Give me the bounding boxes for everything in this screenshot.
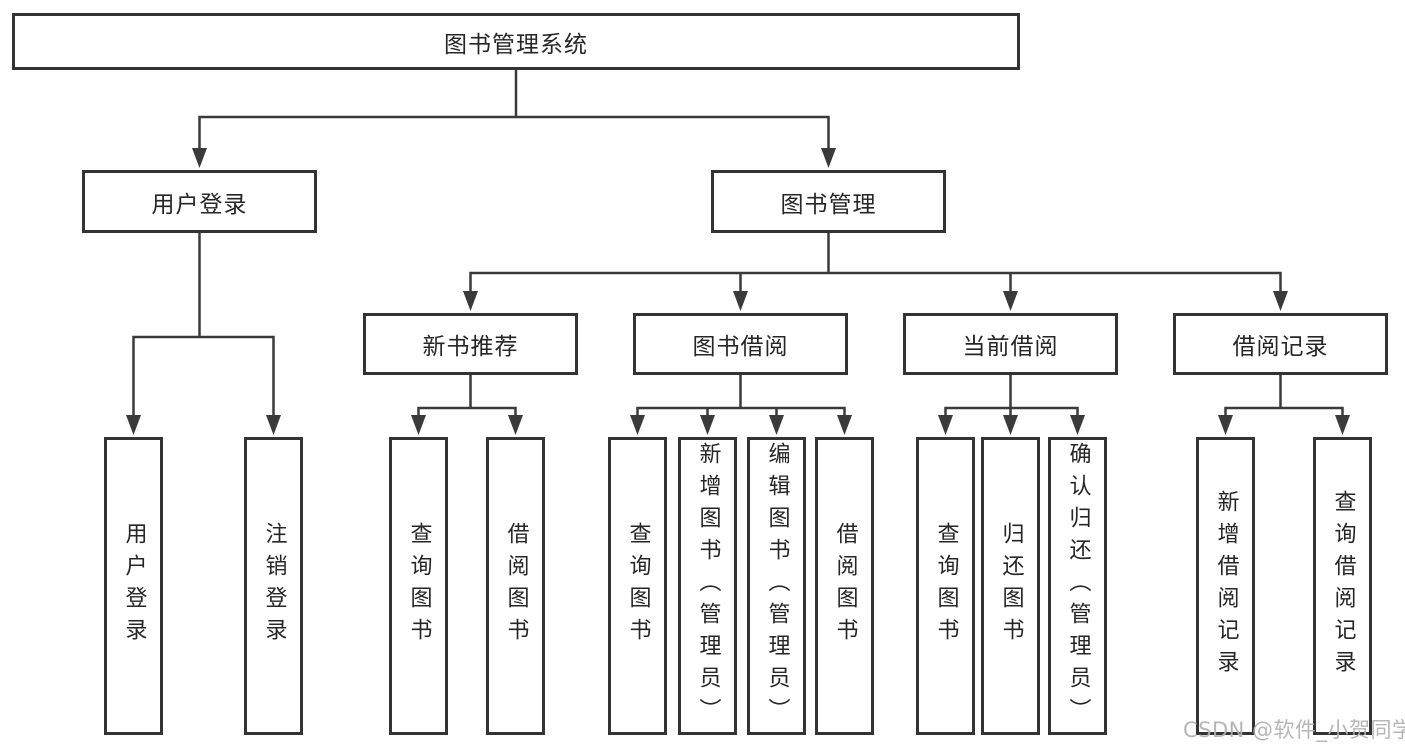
connector-paths (132, 68, 1344, 421)
arrowhead-icon (411, 415, 426, 435)
connector-borrowing-records-to-leaves (1224, 373, 1344, 421)
arrowhead-icon (1218, 415, 1233, 435)
connector-new-book-to-leaves (417, 373, 517, 421)
arrowheads (126, 148, 1350, 435)
connector-book-management-to-level3 (469, 231, 1282, 297)
connector-root-to-level2 (198, 68, 830, 154)
arrowhead-icon (837, 415, 852, 435)
arrowhead-icon (266, 415, 281, 435)
leaf-current-query-books: 查询图书 (916, 437, 975, 735)
leaf-borrowing-add-books-admin: 新增图书（管理员） (678, 437, 737, 735)
arrowhead-icon (508, 415, 523, 435)
leaf-logout-login: 注销登录 (244, 437, 303, 735)
leaf-recommend-query-books: 查询图书 (389, 437, 448, 735)
arrowhead-icon (1273, 291, 1288, 311)
arrowhead-icon (192, 148, 207, 168)
node-user-login: 用户登录 (82, 170, 317, 233)
arrowhead-icon (733, 291, 748, 311)
leaf-recommend-borrow-books: 借阅图书 (486, 437, 545, 735)
arrowhead-icon (700, 415, 715, 435)
arrowhead-icon (1003, 415, 1018, 435)
arrowhead-icon (821, 148, 836, 168)
arrowhead-icon (769, 415, 784, 435)
arrowhead-icon (1003, 291, 1018, 311)
node-borrowing-records: 借阅记录 (1173, 313, 1388, 375)
arrowhead-icon (126, 415, 141, 435)
arrowhead-icon (1070, 415, 1085, 435)
arrowhead-icon (630, 415, 645, 435)
node-current-borrowing: 当前借阅 (903, 313, 1118, 375)
node-new-book-recommend: 新书推荐 (363, 313, 578, 375)
arrowhead-icon (463, 291, 478, 311)
node-book-borrowing: 图书借阅 (633, 313, 848, 375)
connector-book-borrowing-to-leaves (636, 373, 846, 421)
leaf-borrowing-query-books: 查询图书 (608, 437, 667, 735)
leaf-records-query-borrow-record: 查询借阅记录 (1313, 437, 1372, 735)
leaf-records-add-borrow-record: 新增借阅记录 (1196, 437, 1255, 735)
arrowhead-icon (1335, 415, 1350, 435)
connector-current-borrowing-to-leaves (944, 373, 1079, 421)
leaf-user-login: 用户登录 (104, 437, 163, 735)
node-book-management: 图书管理 (711, 170, 946, 233)
leaf-current-return-books: 归还图书 (981, 437, 1040, 735)
node-root: 图书管理系统 (12, 13, 1020, 70)
leaf-current-confirm-return-admin: 确认归还（管理员） (1048, 437, 1107, 735)
connector-user-login-to-leaves (132, 231, 275, 421)
leaf-borrowing-edit-books-admin: 编辑图书（管理员） (747, 437, 806, 735)
leaf-borrowing-borrow-books: 借阅图书 (815, 437, 874, 735)
arrowhead-icon (938, 415, 953, 435)
